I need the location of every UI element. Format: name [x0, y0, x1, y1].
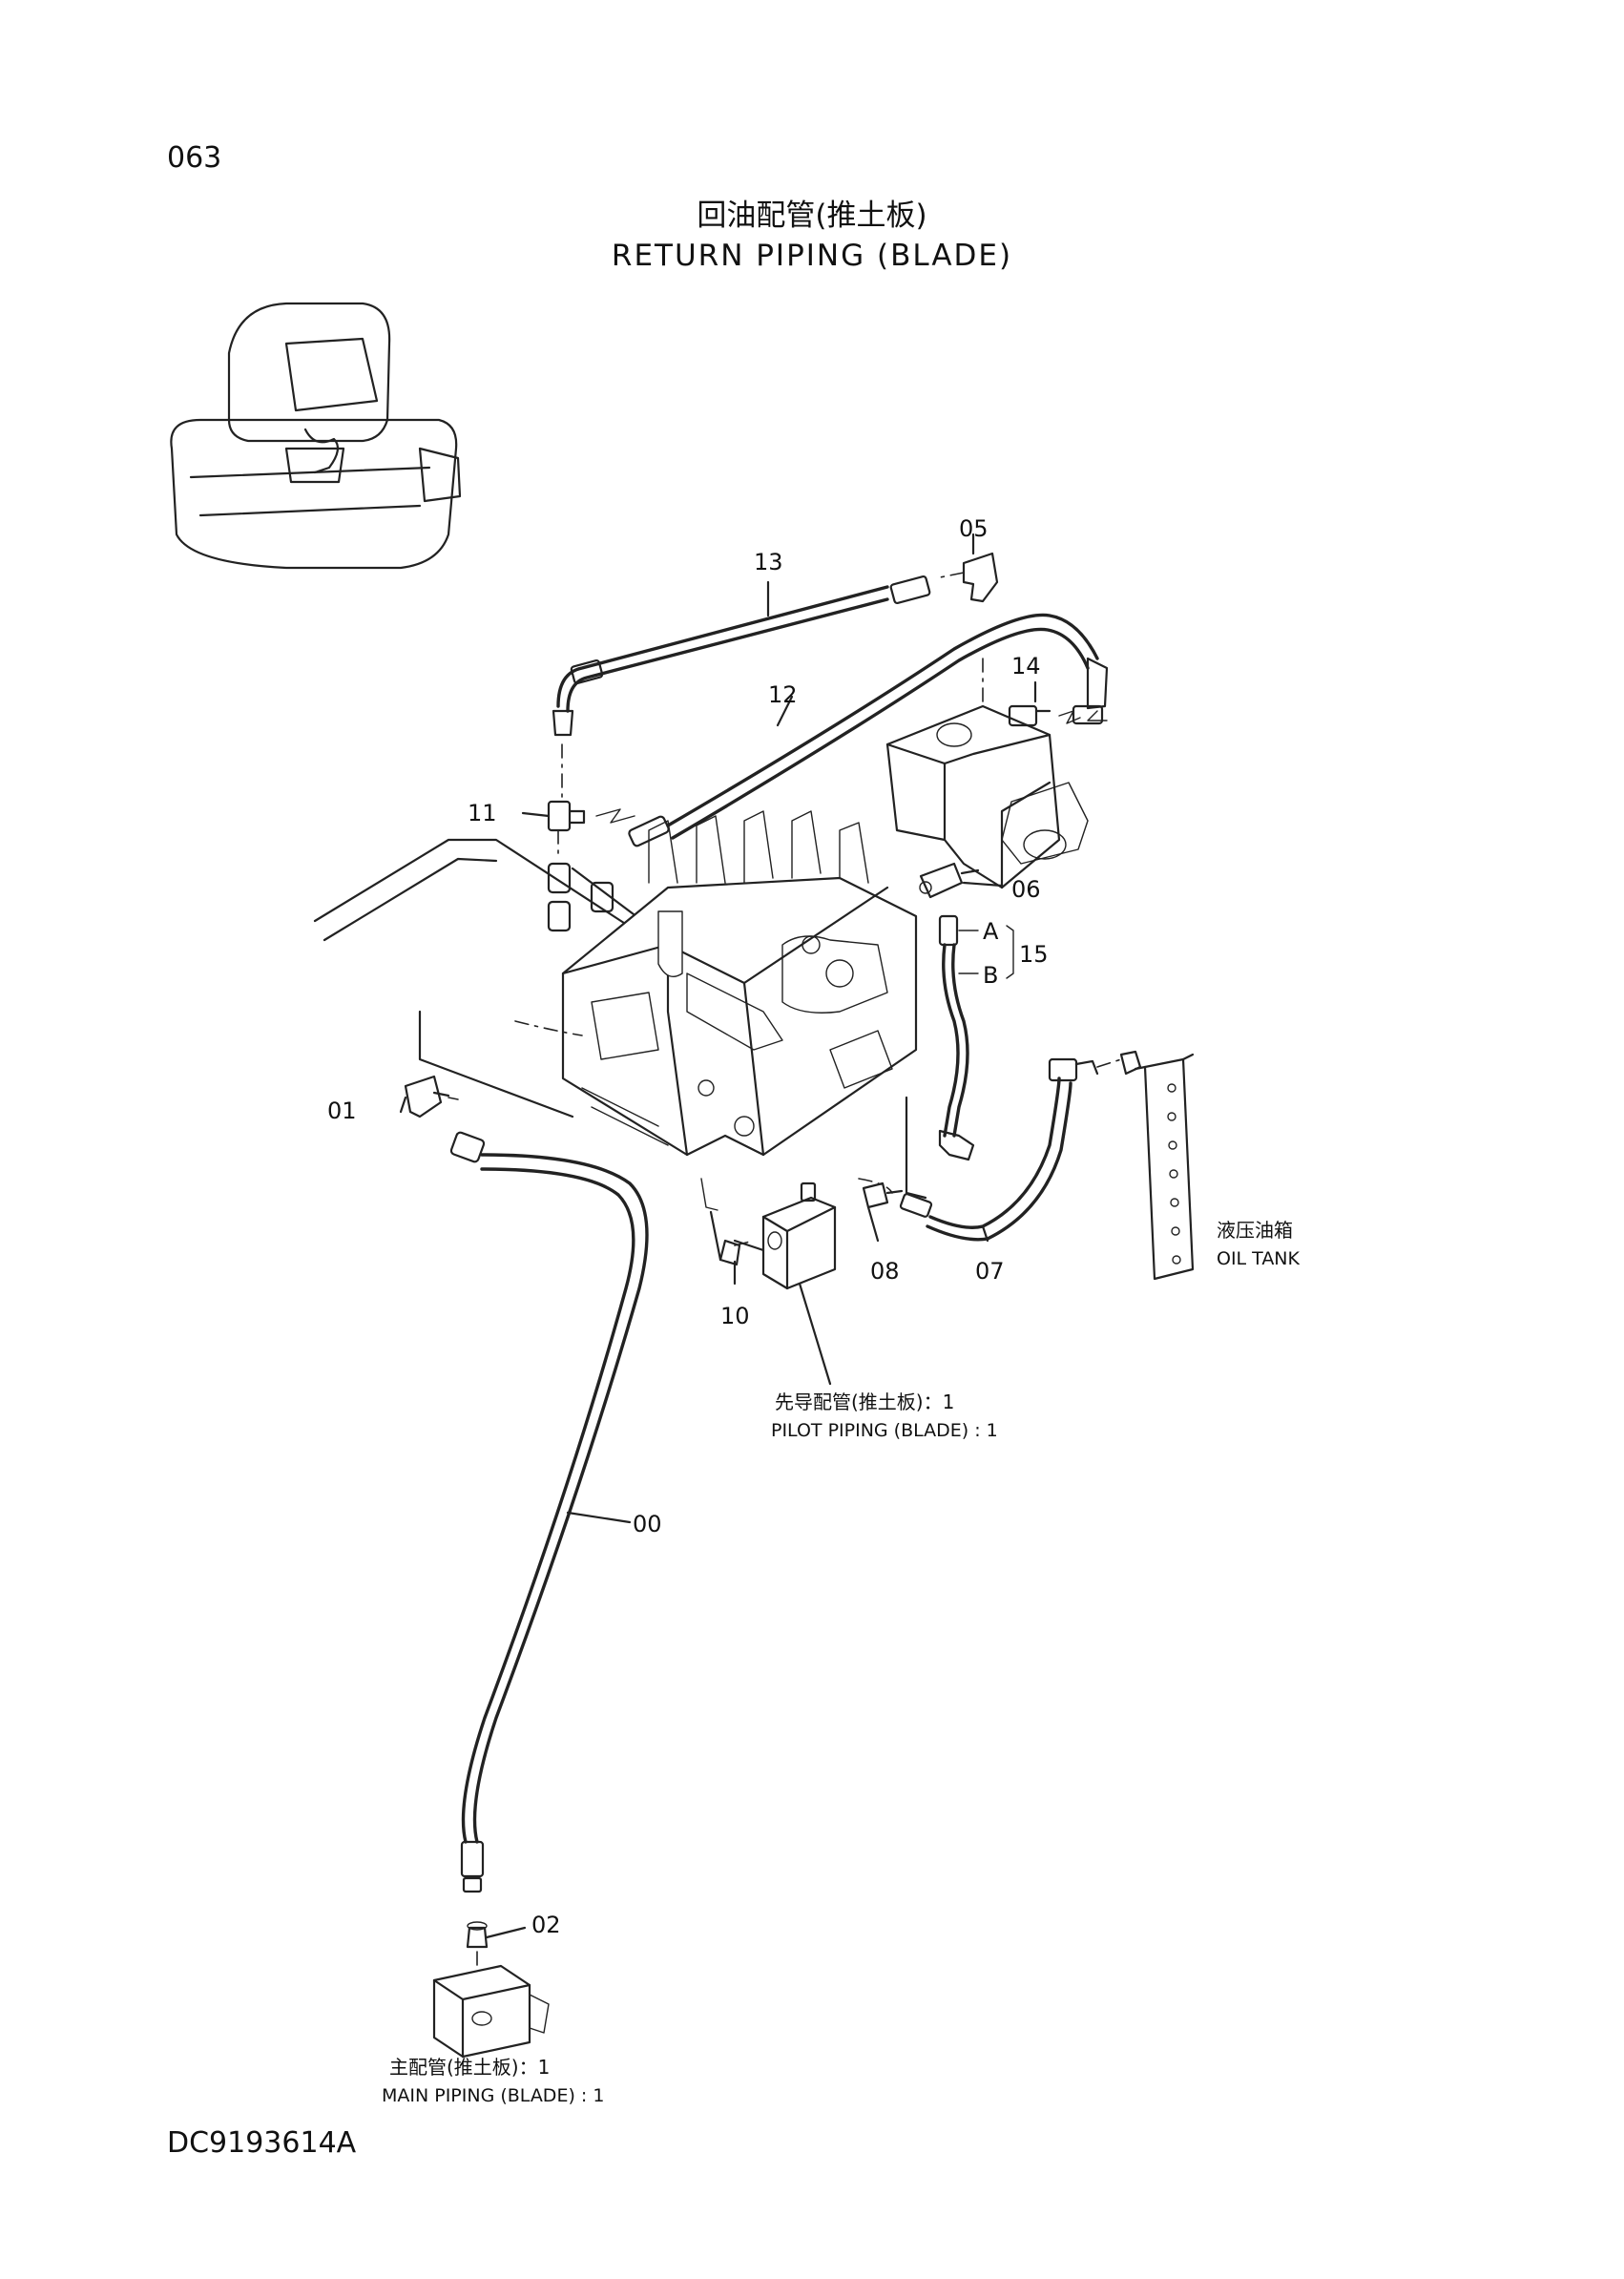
- title-english: RETURN PIPING (BLADE): [611, 239, 1013, 273]
- document-code: DC9193614A: [167, 2126, 357, 2160]
- hose-00: [449, 1131, 649, 1893]
- angle-fitting-06: [919, 862, 980, 899]
- control-valve: [561, 810, 918, 1157]
- callout-10: 10: [720, 1303, 750, 1329]
- pilot-piping-label-en: PILOT PIPING (BLADE) : 1: [771, 1420, 998, 1441]
- main-piping-label-cn: 主配管(推土板)：1: [389, 2056, 551, 2079]
- fitting-02: [466, 1921, 489, 1976]
- oil-tank-bracket: [1134, 1053, 1195, 1281]
- main-piping-block: [432, 1964, 550, 2059]
- main-piping-label-en: MAIN PIPING (BLADE) : 1: [382, 2085, 605, 2106]
- callout-06: 06: [1011, 876, 1041, 903]
- spacer-fittings: [547, 829, 614, 932]
- callout-02: 02: [531, 1912, 561, 1938]
- callout-08: 08: [870, 1258, 900, 1285]
- callout-12: 12: [768, 681, 798, 708]
- elbow-fitting-05: [939, 552, 999, 603]
- tee-fitting-11: [547, 800, 635, 832]
- callout-00: 00: [633, 1511, 662, 1537]
- page-number: 063: [167, 141, 222, 175]
- hose-13: [552, 575, 931, 803]
- callout-B: B: [983, 962, 999, 989]
- excavator-locator-icon: [170, 302, 462, 570]
- callout-01: 01: [327, 1098, 357, 1124]
- callout-07: 07: [975, 1258, 1005, 1285]
- fitting-08: [862, 1181, 904, 1209]
- callout-leaders: [399, 533, 1037, 1939]
- pilot-piping-label-cn: 先导配管(推土板)：1: [775, 1390, 955, 1413]
- callout-14: 14: [1011, 653, 1041, 680]
- pilot-piping-block: [700, 1178, 837, 1290]
- block-valve-upper: [885, 658, 1089, 889]
- callout-13: 13: [754, 549, 783, 575]
- oil-tank-label-cn: 液压油箱: [1217, 1219, 1293, 1242]
- oil-tank-label-en: OIL TANK: [1217, 1248, 1300, 1269]
- callout-A: A: [983, 918, 999, 945]
- hose-07: [899, 1050, 1142, 1242]
- callout-05: 05: [959, 515, 989, 542]
- hose-15: [938, 914, 1014, 1161]
- title-chinese: 回油配管(推土板): [697, 199, 927, 233]
- callout-11: 11: [468, 800, 497, 826]
- elbow-fitting-01: [404, 1075, 459, 1119]
- callout-15: 15: [1019, 941, 1049, 968]
- hose-12: [628, 613, 1109, 847]
